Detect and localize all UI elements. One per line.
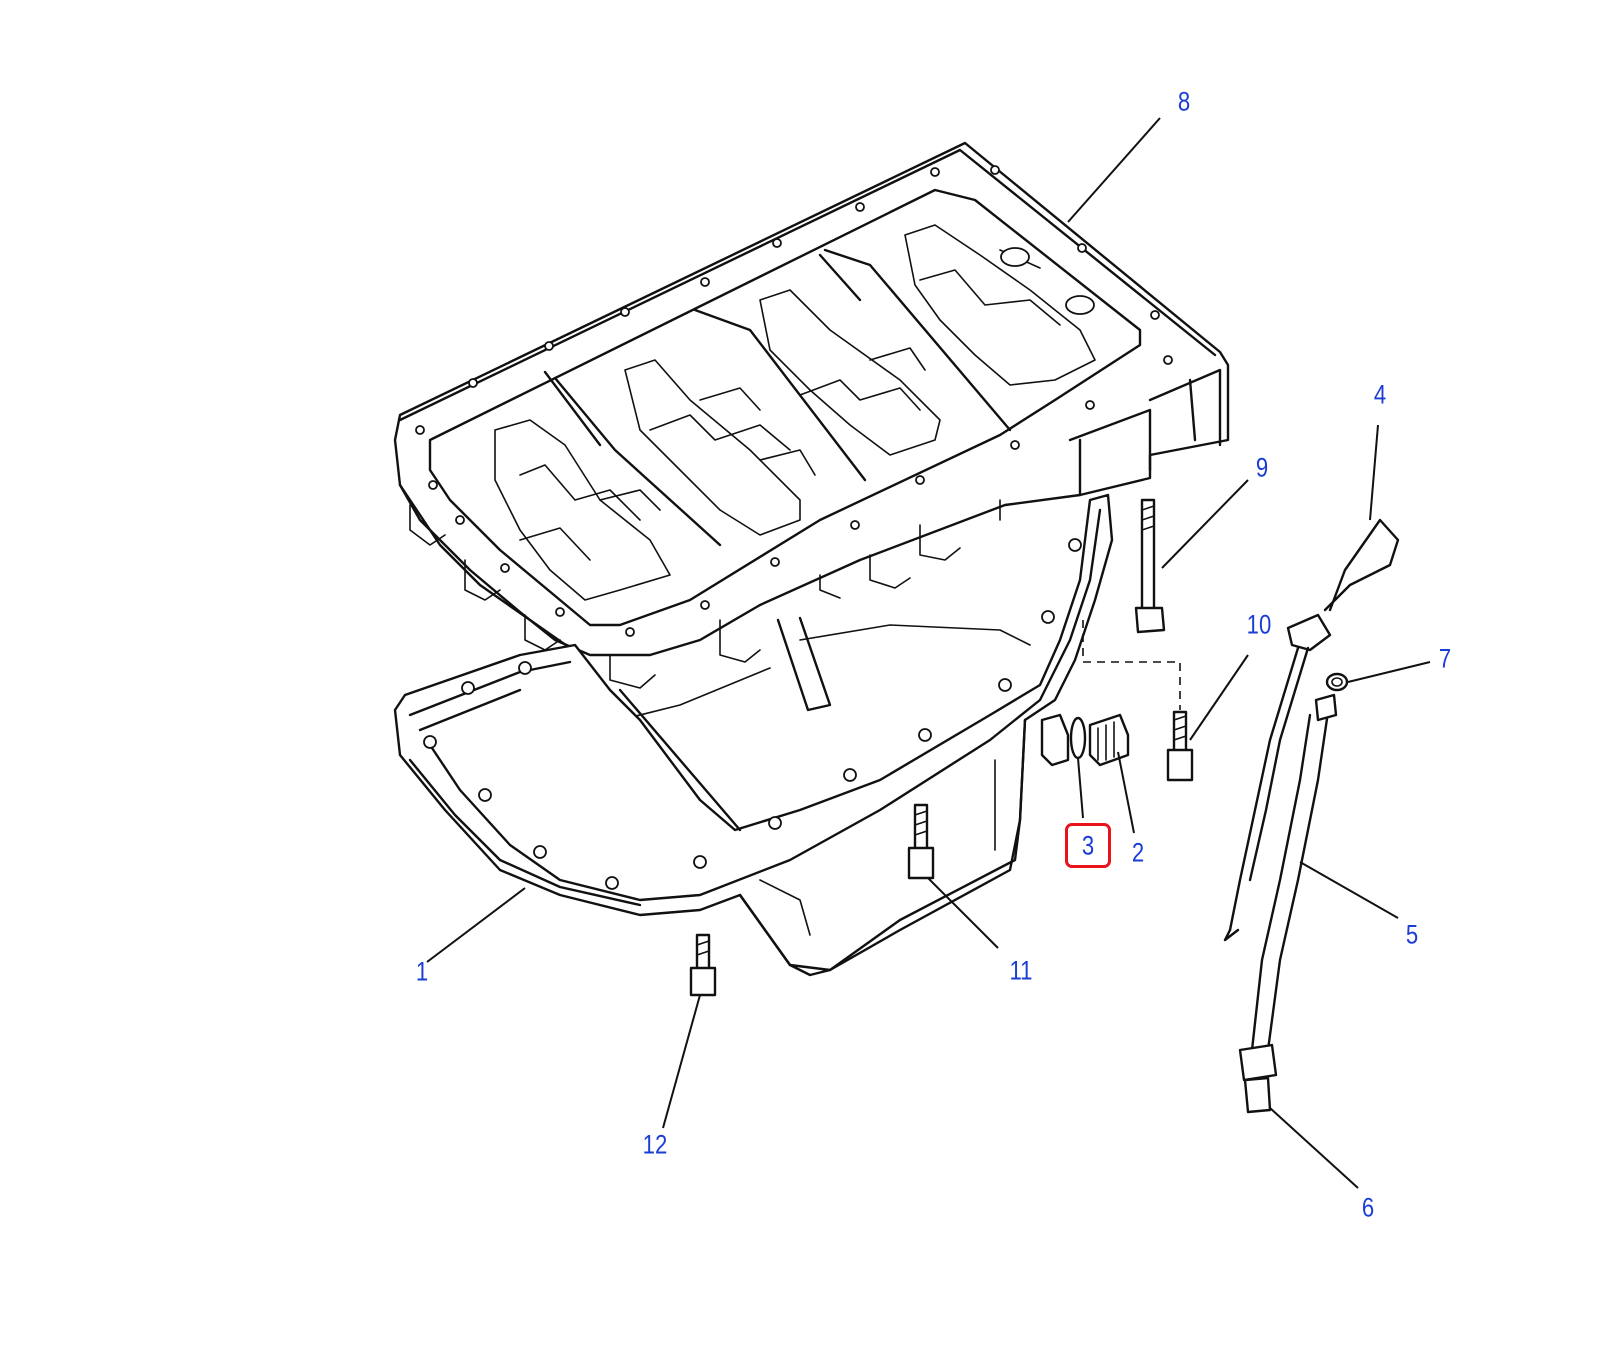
callout-4[interactable]: 4 (1373, 379, 1387, 410)
callout-3[interactable]: 3 (1081, 830, 1095, 861)
upper-pan-frame (393, 141, 1230, 721)
callout-9[interactable]: 9 (1255, 452, 1269, 483)
tube-fitting (1238, 1043, 1278, 1114)
callout-5[interactable]: 5 (1405, 919, 1419, 950)
callout-8[interactable]: 8 (1177, 86, 1191, 117)
bolt-12 (689, 933, 717, 997)
highlight-box-callout-3 (1065, 823, 1111, 868)
bolt-9 (1134, 498, 1166, 634)
callout-2[interactable]: 2 (1131, 837, 1145, 868)
leader-lines (426, 117, 1431, 1189)
o-ring (1325, 672, 1349, 692)
drain-plug-assembly (1040, 713, 1130, 767)
callout-10[interactable]: 10 (1246, 609, 1272, 640)
callout-7[interactable]: 7 (1438, 643, 1452, 674)
callout-1[interactable]: 1 (415, 956, 429, 987)
dipstick (1223, 518, 1400, 942)
bolt-10 (1166, 710, 1194, 782)
alignment-dash (1082, 620, 1181, 710)
callout-6[interactable]: 6 (1361, 1192, 1375, 1223)
bolt-11 (907, 803, 935, 880)
callout-11[interactable]: 11 (1009, 955, 1033, 986)
dipstick-tube (1250, 693, 1338, 1052)
callout-12[interactable]: 12 (642, 1129, 668, 1160)
